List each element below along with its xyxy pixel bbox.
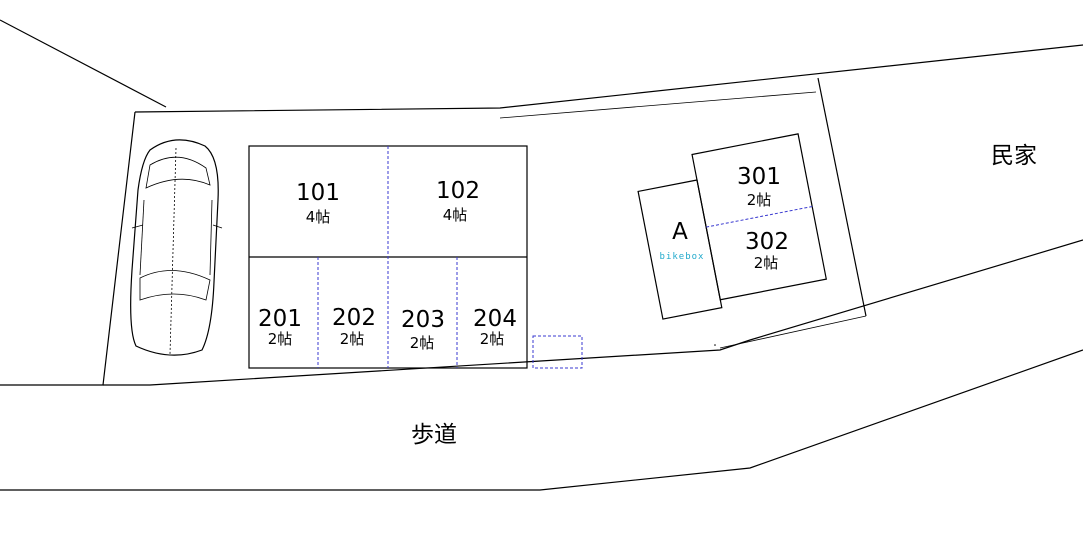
site-boundary <box>0 19 1083 386</box>
unit-size: 2帖 <box>747 191 772 209</box>
unit-302[interactable]: 302 2帖 <box>745 229 789 272</box>
unit-number: 302 <box>745 229 789 255</box>
small-dashed-space <box>532 335 583 369</box>
unit-size: 2帖 <box>340 330 365 348</box>
bike-box-letter: A <box>672 219 688 245</box>
unit-202[interactable]: 202 2帖 <box>332 305 376 348</box>
unit-size: 2帖 <box>268 330 293 348</box>
unit-102[interactable]: 102 4帖 <box>436 178 480 224</box>
unit-number: 301 <box>737 164 781 190</box>
unit-number: 203 <box>401 307 445 333</box>
unit-size: 2帖 <box>410 334 435 352</box>
unit-number: 204 <box>473 306 517 332</box>
unit-201[interactable]: 201 2帖 <box>258 306 302 348</box>
unit-size: 2帖 <box>480 330 505 348</box>
storage-block-rotated <box>637 133 827 320</box>
unit-number: 201 <box>258 306 302 332</box>
unit-number: 202 <box>332 305 376 331</box>
unit-number: 102 <box>436 178 480 204</box>
unit-101[interactable]: 101 4帖 <box>296 180 340 226</box>
bike-box[interactable]: A bikebox <box>660 219 705 262</box>
unit-size: 2帖 <box>754 254 779 272</box>
sidewalk-lower-edge <box>0 349 1083 491</box>
unit-203[interactable]: 203 2帖 <box>401 307 445 352</box>
unit-204[interactable]: 204 2帖 <box>473 306 517 348</box>
unit-301[interactable]: 301 2帖 <box>737 164 781 209</box>
unit-number: 101 <box>296 180 340 206</box>
neighbor-house-label: 民家 <box>991 143 1037 169</box>
unit-size: 4帖 <box>443 206 468 224</box>
bike-box-label: bikebox <box>660 252 705 262</box>
sidewalk-label: 歩道 <box>411 422 457 448</box>
car-icon <box>130 139 223 356</box>
dot-marker <box>714 344 716 346</box>
unit-size: 4帖 <box>306 208 331 226</box>
storage-block-main <box>248 145 528 369</box>
